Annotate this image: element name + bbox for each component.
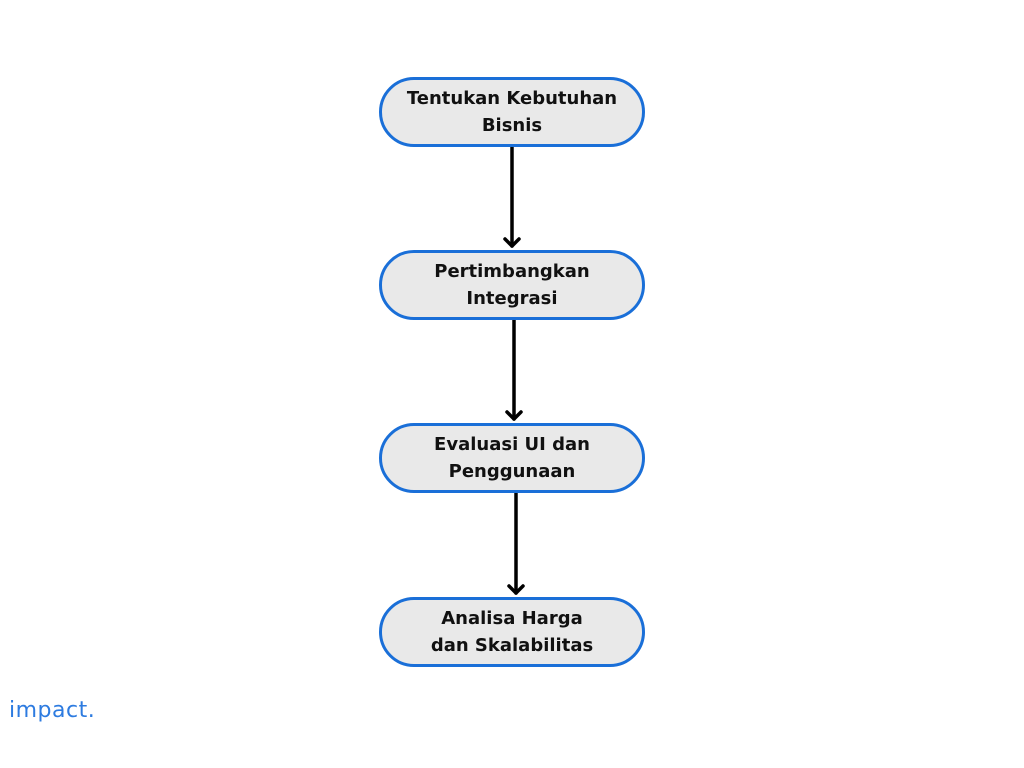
arrow-step3-to-step4 <box>507 491 525 595</box>
step-define-business-needs: Tentukan Kebutuhan Bisnis <box>379 77 645 147</box>
step-evaluate-ui-usage: Evaluasi UI dan Penggunaan <box>379 423 645 493</box>
arrow-step1-to-step2 <box>503 145 521 248</box>
arrow-step2-to-step3 <box>505 318 523 421</box>
impact-logo: impact. <box>9 698 96 723</box>
step-consider-integration: Pertimbangkan Integrasi <box>379 250 645 320</box>
step-analyze-price-scalability: Analisa Harga dan Skalabilitas <box>379 597 645 667</box>
